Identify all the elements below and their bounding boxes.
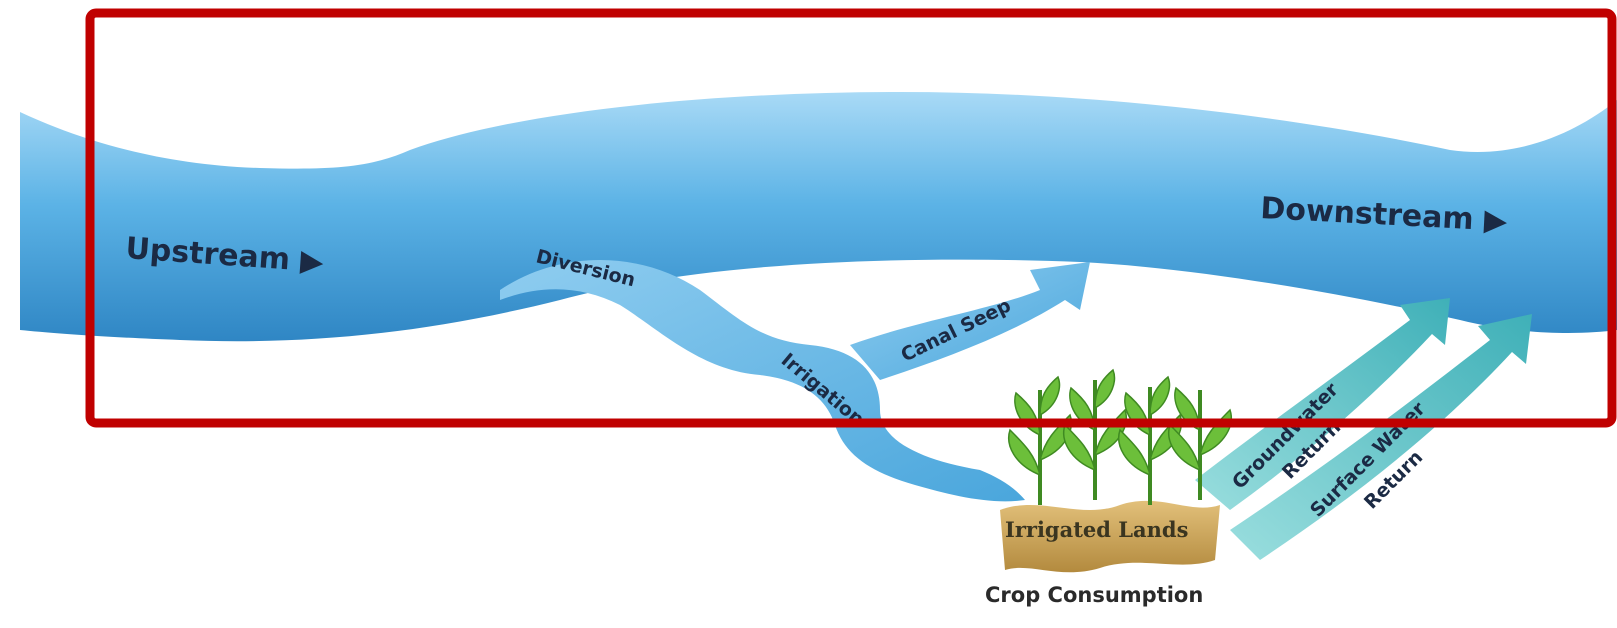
crop-consumption-label: Crop Consumption [985, 583, 1203, 607]
irrigated-lands-label: Irrigated Lands [1005, 517, 1188, 542]
crop-plants-icon [1009, 370, 1232, 505]
irrigation-canal [500, 260, 1025, 501]
